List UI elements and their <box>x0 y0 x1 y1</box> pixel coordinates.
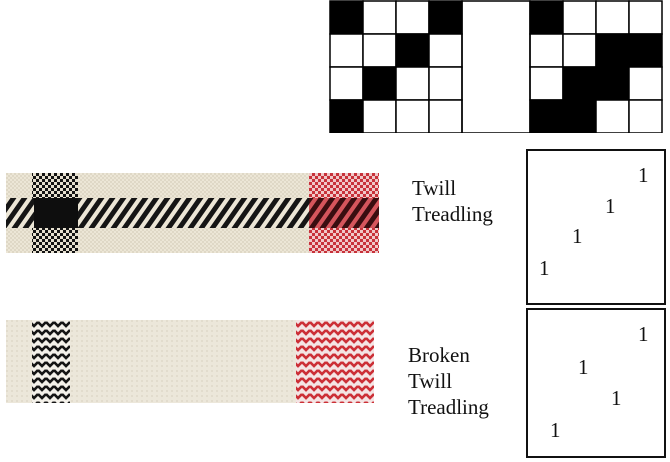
tieup-cell-empty <box>563 34 596 67</box>
tieup-cell-empty <box>629 1 662 34</box>
tieup-cell-empty <box>596 100 629 133</box>
tieup-cell-empty <box>363 34 396 67</box>
tieup-cell-empty <box>429 67 462 100</box>
tieup-cell-empty <box>396 100 429 133</box>
tieup-cell-empty <box>563 1 596 34</box>
tieup-cell-filled <box>563 100 596 133</box>
tieup-gap-column <box>462 1 530 133</box>
caption-line: Twill <box>412 175 493 201</box>
tieup-cell-empty <box>629 100 662 133</box>
tieup-cell-empty <box>629 67 662 100</box>
broken-twill-treadling-caption: Broken Twill Treadling <box>408 342 489 420</box>
broken-twill-treadling-box: 1 1 1 1 <box>526 308 666 458</box>
tieup-cell-filled <box>363 67 396 100</box>
tieup-cell-empty <box>596 1 629 34</box>
twill-treadling-caption: Twill Treadling <box>412 175 493 227</box>
tieup-cell-empty <box>330 34 363 67</box>
tieup-cell-empty <box>396 67 429 100</box>
tieup-grid <box>329 0 664 133</box>
tieup-cell-filled <box>330 1 363 34</box>
tieup-cell-filled <box>563 67 596 100</box>
treadle-mark: 1 <box>539 258 550 279</box>
treadle-mark: 1 <box>572 226 583 247</box>
tieup-cell-filled <box>530 1 563 34</box>
tieup-cell-filled <box>629 34 662 67</box>
tieup-cell-filled <box>530 100 563 133</box>
tieup-cell-filled <box>596 34 629 67</box>
treadle-mark: 1 <box>605 196 616 217</box>
caption-line: Twill <box>408 368 489 394</box>
tieup-cell-empty <box>429 100 462 133</box>
caption-line: Broken <box>408 342 489 368</box>
tieup-cell-empty <box>330 67 363 100</box>
broken-twill-fabric-swatch <box>6 320 374 403</box>
tieup-cell-filled <box>396 34 429 67</box>
treadle-mark: 1 <box>638 324 649 345</box>
tieup-cell-empty <box>429 34 462 67</box>
tieup-cell-filled <box>596 67 629 100</box>
tieup-cell-empty <box>530 34 563 67</box>
twill-treadling-box: 1 1 1 1 <box>526 149 666 305</box>
twill-fabric-swatch <box>6 173 379 253</box>
caption-line: Treadling <box>408 394 489 420</box>
tieup-cell-empty <box>363 1 396 34</box>
tieup-cell-filled <box>429 1 462 34</box>
tieup-cell-empty <box>530 67 563 100</box>
treadle-mark: 1 <box>578 357 589 378</box>
tieup-cell-filled <box>330 100 363 133</box>
treadle-mark: 1 <box>638 165 649 186</box>
tieup-cell-empty <box>363 100 396 133</box>
treadle-mark: 1 <box>611 388 622 409</box>
treadle-mark: 1 <box>550 420 561 441</box>
tieup-cell-empty <box>396 1 429 34</box>
caption-line: Treadling <box>412 201 493 227</box>
